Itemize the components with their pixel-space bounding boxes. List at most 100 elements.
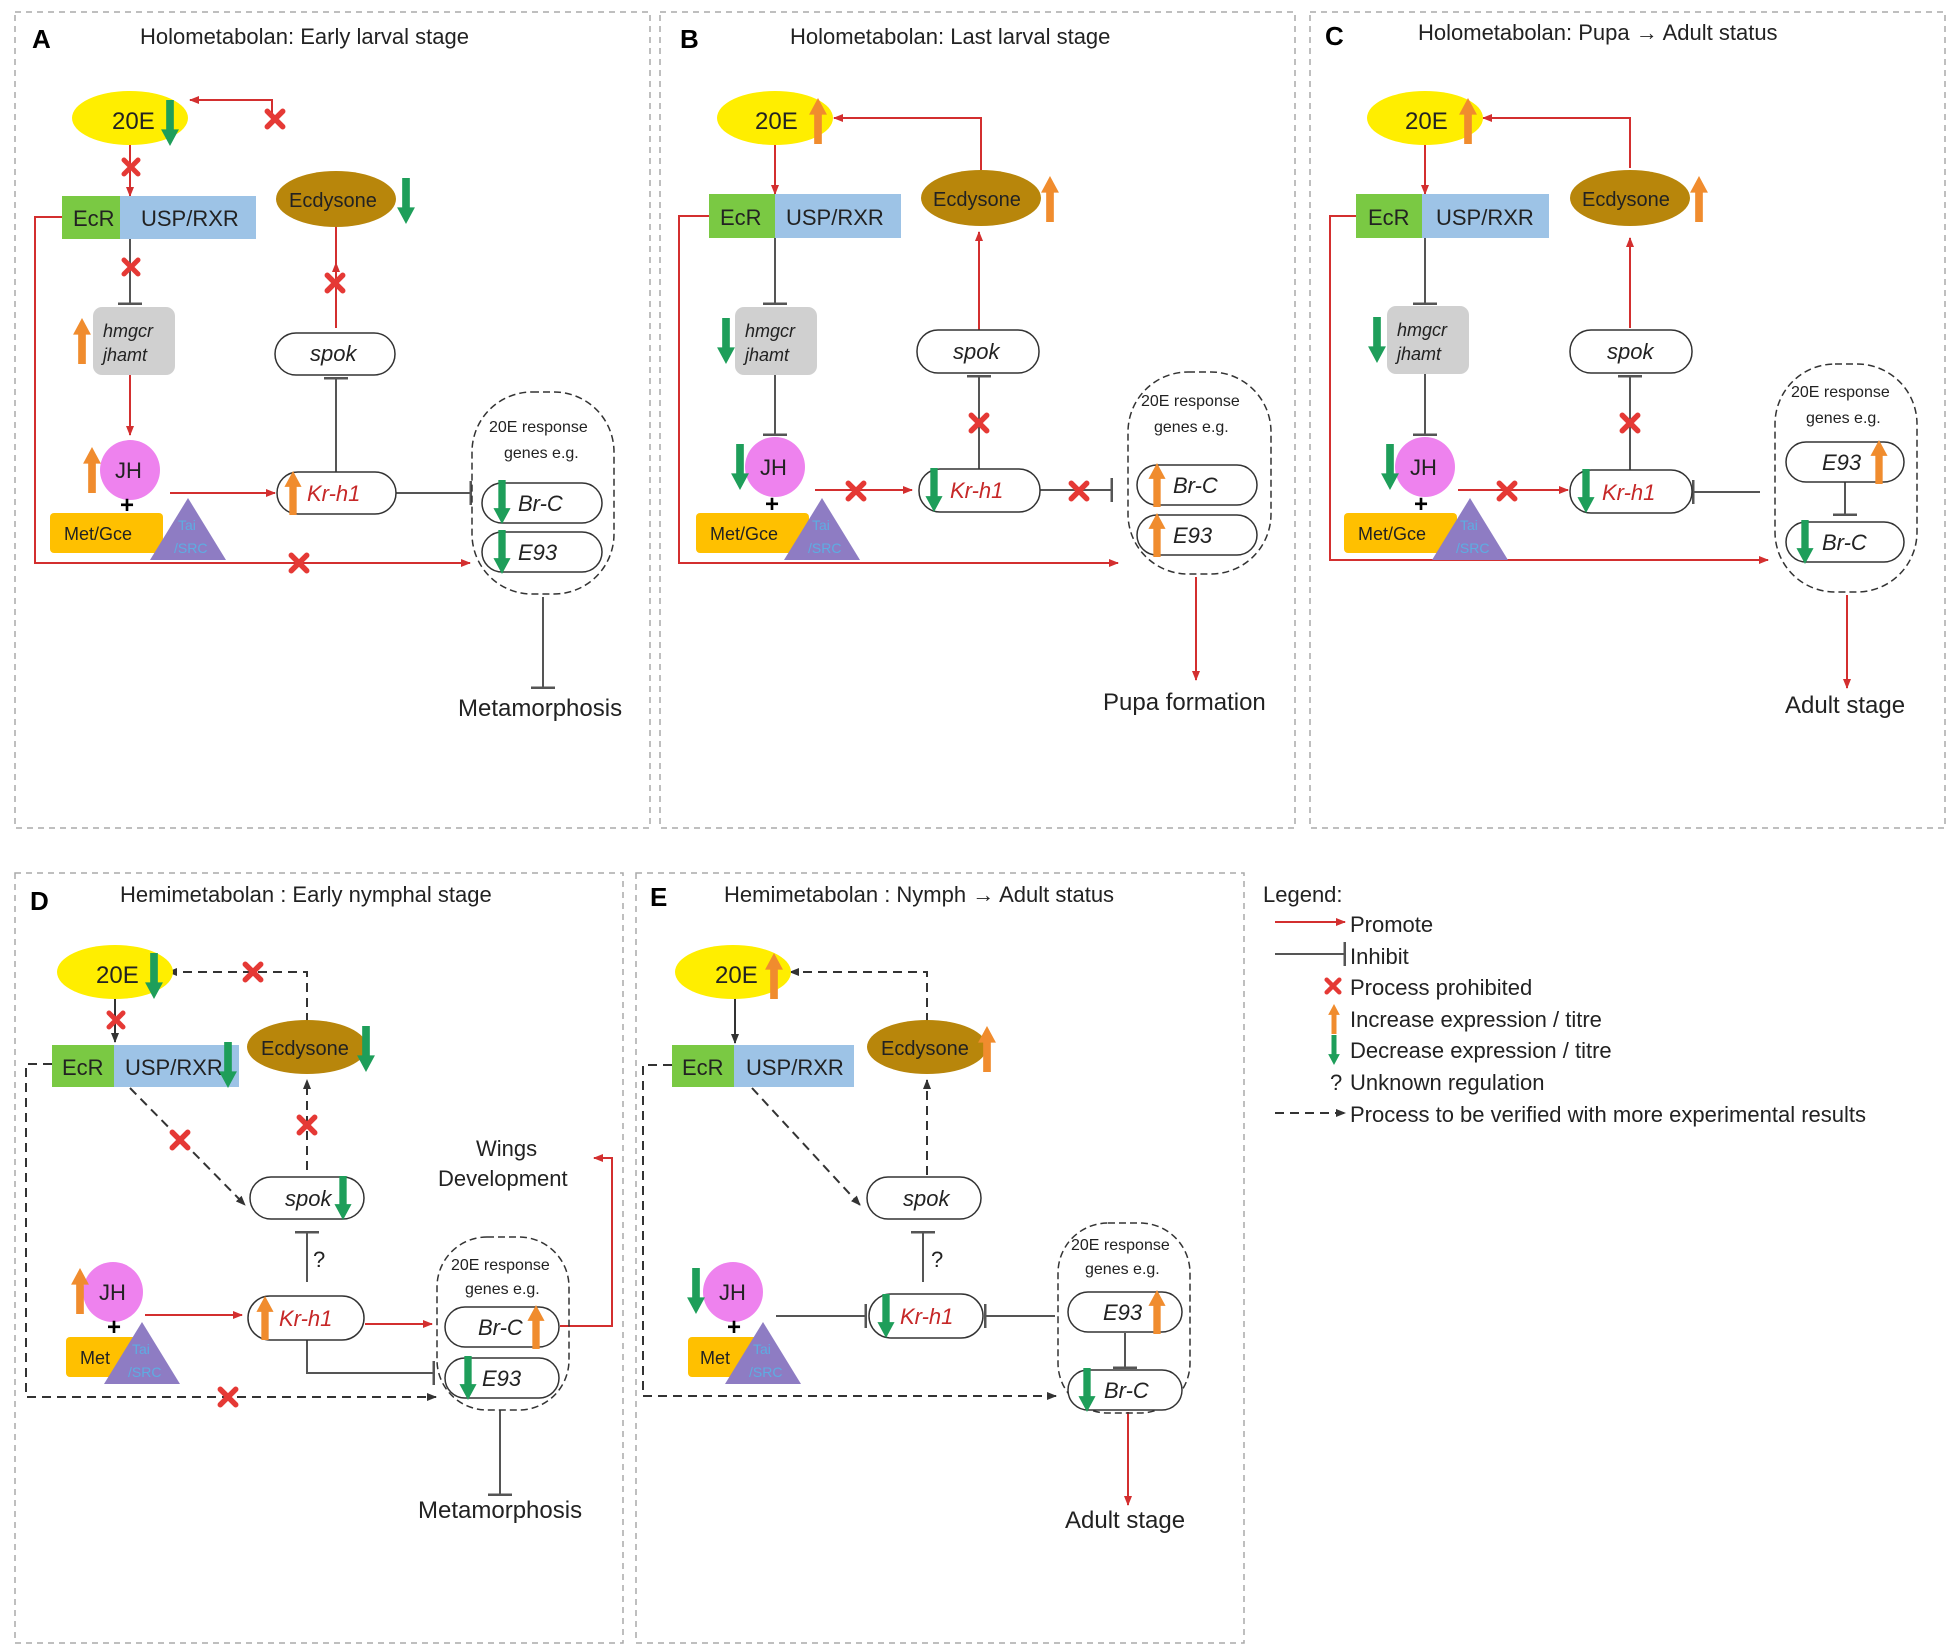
a-jhamt-label: jhamt bbox=[100, 345, 148, 365]
legend-unknown-text: Unknown regulation bbox=[1350, 1070, 1544, 1095]
panel-d: D Hemimetabolan : Early nymphal stage 20… bbox=[25, 882, 613, 1524]
legend-decrease-text: Decrease expression / titre bbox=[1350, 1038, 1612, 1063]
c-plus: + bbox=[1414, 491, 1428, 518]
legend-verify-text: Process to be verified with more experim… bbox=[1350, 1102, 1866, 1127]
panel-a-letter: A bbox=[32, 24, 51, 54]
b-ecr-label: EcR bbox=[720, 205, 762, 230]
a-ecdysone-label: Ecdysone bbox=[289, 190, 377, 212]
c-usp-label: USP/RXR bbox=[1436, 205, 1534, 230]
b-jh-label: JH bbox=[760, 455, 787, 480]
b-brc-label: Br-C bbox=[1173, 473, 1218, 498]
d-plus: + bbox=[107, 1314, 121, 1341]
b-e93-label: E93 bbox=[1173, 523, 1213, 548]
panel-borders bbox=[14, 11, 1946, 1644]
e-jh-decrease-icon bbox=[687, 1268, 705, 1314]
e-tai-label: Tai bbox=[753, 1341, 771, 1357]
c-resp-line2: genes e.g. bbox=[1806, 410, 1881, 427]
c-jhamt-label: jhamt bbox=[1394, 344, 1442, 364]
c-brc-label: Br-C bbox=[1822, 530, 1867, 555]
d-resp-line1: 20E response bbox=[451, 1257, 550, 1274]
c-e93-label: E93 bbox=[1822, 450, 1862, 475]
d-wings-line1: Wings bbox=[476, 1136, 537, 1161]
b-hmgcr-label: hmgcr bbox=[745, 321, 796, 341]
panel-d-title: Hemimetabolan : Early nymphal stage bbox=[120, 882, 492, 907]
panel-d-letter: D bbox=[30, 886, 49, 916]
e-outcome: Adult stage bbox=[1065, 1507, 1185, 1534]
panel-e-letter: E bbox=[650, 882, 667, 912]
d-tai-label: Tai bbox=[132, 1341, 150, 1357]
d-spok-label: spok bbox=[285, 1186, 332, 1211]
d-jh-label: JH bbox=[99, 1280, 126, 1305]
a-spok-label: spok bbox=[310, 341, 357, 366]
c-20e-label: 20E bbox=[1405, 108, 1448, 135]
d-question: ? bbox=[313, 1247, 325, 1272]
b-spok-label: spok bbox=[953, 339, 1000, 364]
c-jh-label: JH bbox=[1410, 455, 1437, 480]
a-resp-line2: genes e.g. bbox=[504, 445, 579, 462]
e-met-label: Met bbox=[700, 1348, 730, 1368]
d-e93-label: E93 bbox=[482, 1366, 522, 1391]
panel-e: E Hemimetabolan : Nymph → Adult status 2… bbox=[642, 882, 1191, 1534]
c-src-label: /SRC bbox=[1456, 540, 1489, 556]
c-spok-label: spok bbox=[1607, 339, 1654, 364]
d-src-label: /SRC bbox=[128, 1364, 161, 1380]
d-ecdysone-label: Ecdysone bbox=[261, 1038, 349, 1060]
d-wings-line2: Development bbox=[438, 1166, 568, 1191]
b-outcome: Pupa formation bbox=[1103, 689, 1266, 716]
b-20e-label: 20E bbox=[755, 108, 798, 135]
b-metgce-label: Met/Gce bbox=[710, 524, 778, 544]
c-metgce-label: Met/Gce bbox=[1358, 524, 1426, 544]
d-prohibited-icon bbox=[172, 1132, 187, 1147]
b-tai-label: Tai bbox=[812, 517, 830, 533]
b-src-label: /SRC bbox=[808, 540, 841, 556]
a-e93-label: E93 bbox=[518, 540, 558, 565]
d-brc-label: Br-C bbox=[478, 1315, 523, 1340]
e-e93-label: E93 bbox=[1103, 1300, 1143, 1325]
legend-inhibit-text: Inhibit bbox=[1350, 944, 1409, 969]
e-spok-label: spok bbox=[903, 1186, 950, 1211]
c-tai-label: Tai bbox=[1460, 517, 1478, 533]
e-resp-line1: 20E response bbox=[1071, 1237, 1170, 1254]
panel-b-title: Holometabolan: Last larval stage bbox=[790, 24, 1110, 49]
c-ecdysone-label: Ecdysone bbox=[1582, 189, 1670, 211]
panel-b-letter: B bbox=[680, 24, 699, 54]
a-usp-label: USP/RXR bbox=[141, 206, 239, 231]
a-brc-label: Br-C bbox=[518, 491, 563, 516]
e-krh1-label: Kr-h1 bbox=[900, 1304, 953, 1329]
a-tai-label: Tai bbox=[178, 517, 196, 533]
e-jh-label: JH bbox=[719, 1280, 746, 1305]
legend-decrease-icon bbox=[1328, 1035, 1340, 1065]
a-resp-line1: 20E response bbox=[489, 419, 588, 436]
a-jh-increase-icon bbox=[83, 447, 101, 493]
a-metgce-label: Met/Gce bbox=[64, 524, 132, 544]
a-ecdysone-decrease-icon bbox=[397, 178, 415, 224]
c-ecdysone-increase-icon bbox=[1690, 176, 1708, 222]
b-resp-line2: genes e.g. bbox=[1154, 419, 1229, 436]
e-usp-label: USP/RXR bbox=[746, 1055, 844, 1080]
panel-c: C Holometabolan: Pupa → Adult status 20E… bbox=[1325, 20, 1918, 719]
b-usp-label: USP/RXR bbox=[786, 205, 884, 230]
a-outcome: Metamorphosis bbox=[458, 695, 622, 722]
legend-prohibited-icon bbox=[1327, 980, 1340, 993]
c-krh1-label: Kr-h1 bbox=[1602, 480, 1655, 505]
legend-increase-text: Increase expression / titre bbox=[1350, 1007, 1602, 1032]
e-brc-label: Br-C bbox=[1104, 1378, 1149, 1403]
e-ecr-label: EcR bbox=[682, 1055, 724, 1080]
b-krh1-label: Kr-h1 bbox=[950, 478, 1003, 503]
panel-a-title: Holometabolan: Early larval stage bbox=[140, 24, 469, 49]
a-jh-label: JH bbox=[115, 458, 142, 483]
legend-increase-icon bbox=[1328, 1004, 1340, 1034]
d-resp-line2: genes e.g. bbox=[465, 1281, 540, 1298]
b-hmgcr-decrease-icon bbox=[717, 318, 735, 364]
c-hmgcr-label: hmgcr bbox=[1397, 320, 1448, 340]
a-20e-label: 20E bbox=[112, 108, 155, 135]
c-ecr-label: EcR bbox=[1368, 205, 1410, 230]
a-src-label: /SRC bbox=[174, 540, 207, 556]
legend-prohibited-text: Process prohibited bbox=[1350, 975, 1532, 1000]
e-ecdysone-label: Ecdysone bbox=[881, 1038, 969, 1060]
c-resp-line1: 20E response bbox=[1791, 384, 1890, 401]
b-jhamt-label: jhamt bbox=[742, 345, 790, 365]
b-ecdysone-label: Ecdysone bbox=[933, 189, 1021, 211]
e-plus: + bbox=[727, 1314, 741, 1341]
